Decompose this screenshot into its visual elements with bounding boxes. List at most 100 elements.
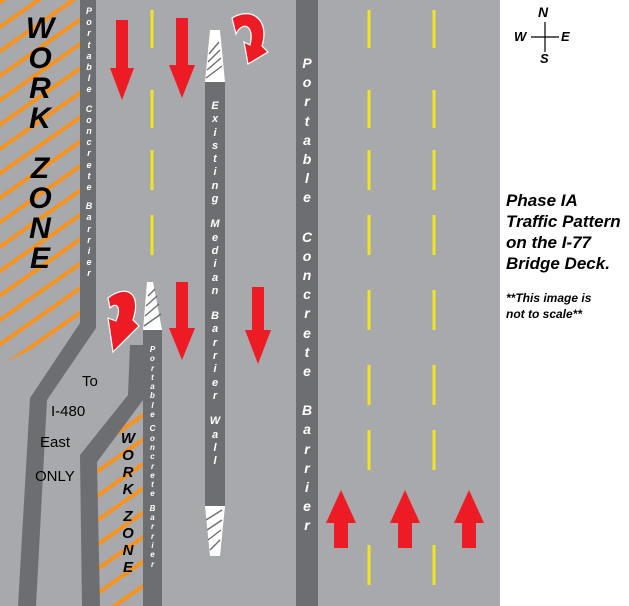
label-char: l (213, 441, 217, 454)
label-char: r (304, 440, 310, 457)
label-char: r (150, 363, 155, 373)
label-char: t (87, 170, 91, 181)
label-char: R (122, 464, 134, 481)
label-char: W (209, 415, 221, 428)
legend-title-line4: Bridge Deck. (506, 254, 610, 273)
label-char: r (304, 93, 310, 110)
label-char: c (150, 452, 155, 462)
lane-lines (150, 10, 436, 585)
label-char: e (86, 159, 92, 170)
label-char: r (150, 461, 155, 471)
label-char: i (213, 258, 217, 271)
label-char: t (213, 153, 217, 166)
ramp-only: ONLY (35, 468, 75, 485)
compass-s: S (540, 51, 549, 66)
ramp-direction: East (40, 434, 71, 451)
legend-title: Phase IA Traffic Pattern on the I-77 Bri… (506, 190, 629, 274)
label-char: a (211, 428, 219, 441)
label-char: r (87, 28, 91, 39)
label-char: a (86, 50, 92, 61)
label-char: o (302, 247, 312, 264)
label-char: C (85, 103, 93, 114)
compass-e: E (561, 29, 570, 44)
label-char: e (150, 550, 155, 560)
arrow-curved-ramp (107, 290, 140, 354)
label-char: B (85, 201, 93, 212)
label-char: r (304, 305, 310, 322)
label-char: r (150, 522, 155, 532)
compass-n: N (538, 4, 549, 20)
label-char: i (305, 479, 309, 496)
barrier-center (296, 0, 318, 606)
label-char: e (150, 470, 155, 480)
arrow-curved-uturn (231, 13, 269, 65)
label-char: K (29, 102, 51, 135)
label-char: O (122, 525, 134, 542)
label-char: l (305, 170, 309, 187)
label-char: B (301, 402, 313, 419)
label-char: o (150, 433, 155, 443)
work-zone-hatch-main (0, 0, 80, 365)
label-char: e (303, 189, 311, 206)
label-char: a (303, 421, 311, 438)
label-char: B (149, 503, 156, 513)
label-char: r (87, 234, 91, 245)
arrow-south-1 (110, 20, 134, 100)
ramp-barrier-nose (143, 282, 162, 330)
label-char: c (86, 137, 92, 148)
label-char: N (29, 212, 51, 245)
label-char: o (302, 74, 312, 91)
label-char: e (303, 498, 311, 515)
legend-title-line2: Traffic Pattern (506, 212, 621, 231)
label-char: R (29, 72, 51, 105)
label-char: n (302, 267, 312, 284)
label-char: t (87, 39, 91, 50)
label-char: i (87, 246, 91, 257)
label-char: o (86, 17, 92, 28)
label-char: l (87, 73, 91, 84)
label-char: t (151, 480, 154, 490)
compass-w: W (514, 29, 527, 44)
label-char: a (211, 323, 219, 336)
legend: Phase IA Traffic Pattern on the I-77 Bri… (506, 190, 629, 322)
label-char: e (211, 376, 219, 389)
label-char: e (86, 257, 92, 268)
arrow-south-4 (245, 287, 271, 364)
label-char: r (212, 389, 218, 402)
label-char: P (85, 6, 92, 16)
label-char: r (87, 268, 91, 279)
label-char: a (150, 382, 155, 392)
label-char: E (122, 559, 133, 576)
label-char: r (150, 531, 155, 541)
label-char: b (150, 391, 155, 401)
label-char: g (211, 193, 219, 206)
label-char: Z (123, 508, 133, 525)
label-char: r (212, 350, 218, 363)
label-char: e (211, 231, 219, 244)
label-char: x (211, 113, 219, 126)
label-char: s (211, 139, 219, 152)
label-char: r (304, 517, 310, 534)
label-char: E (29, 242, 50, 275)
label-char: Z (30, 152, 50, 185)
label-char: i (213, 126, 217, 139)
label-char: t (304, 343, 310, 360)
label-char: d (211, 244, 219, 257)
label-char: O (28, 182, 52, 215)
ramp-to: To (82, 373, 98, 390)
label-char: E (211, 100, 219, 112)
legend-note-line2: not to scale** (506, 307, 583, 321)
label-char: l (213, 455, 217, 468)
label-char: e (150, 410, 155, 420)
label-char: a (303, 131, 311, 148)
arrow-north-1 (326, 490, 356, 548)
label-char: C (149, 424, 156, 434)
label-char: e (86, 182, 92, 193)
label-char: K (122, 481, 134, 498)
label-char: r (87, 223, 91, 234)
label-char: t (304, 112, 310, 129)
